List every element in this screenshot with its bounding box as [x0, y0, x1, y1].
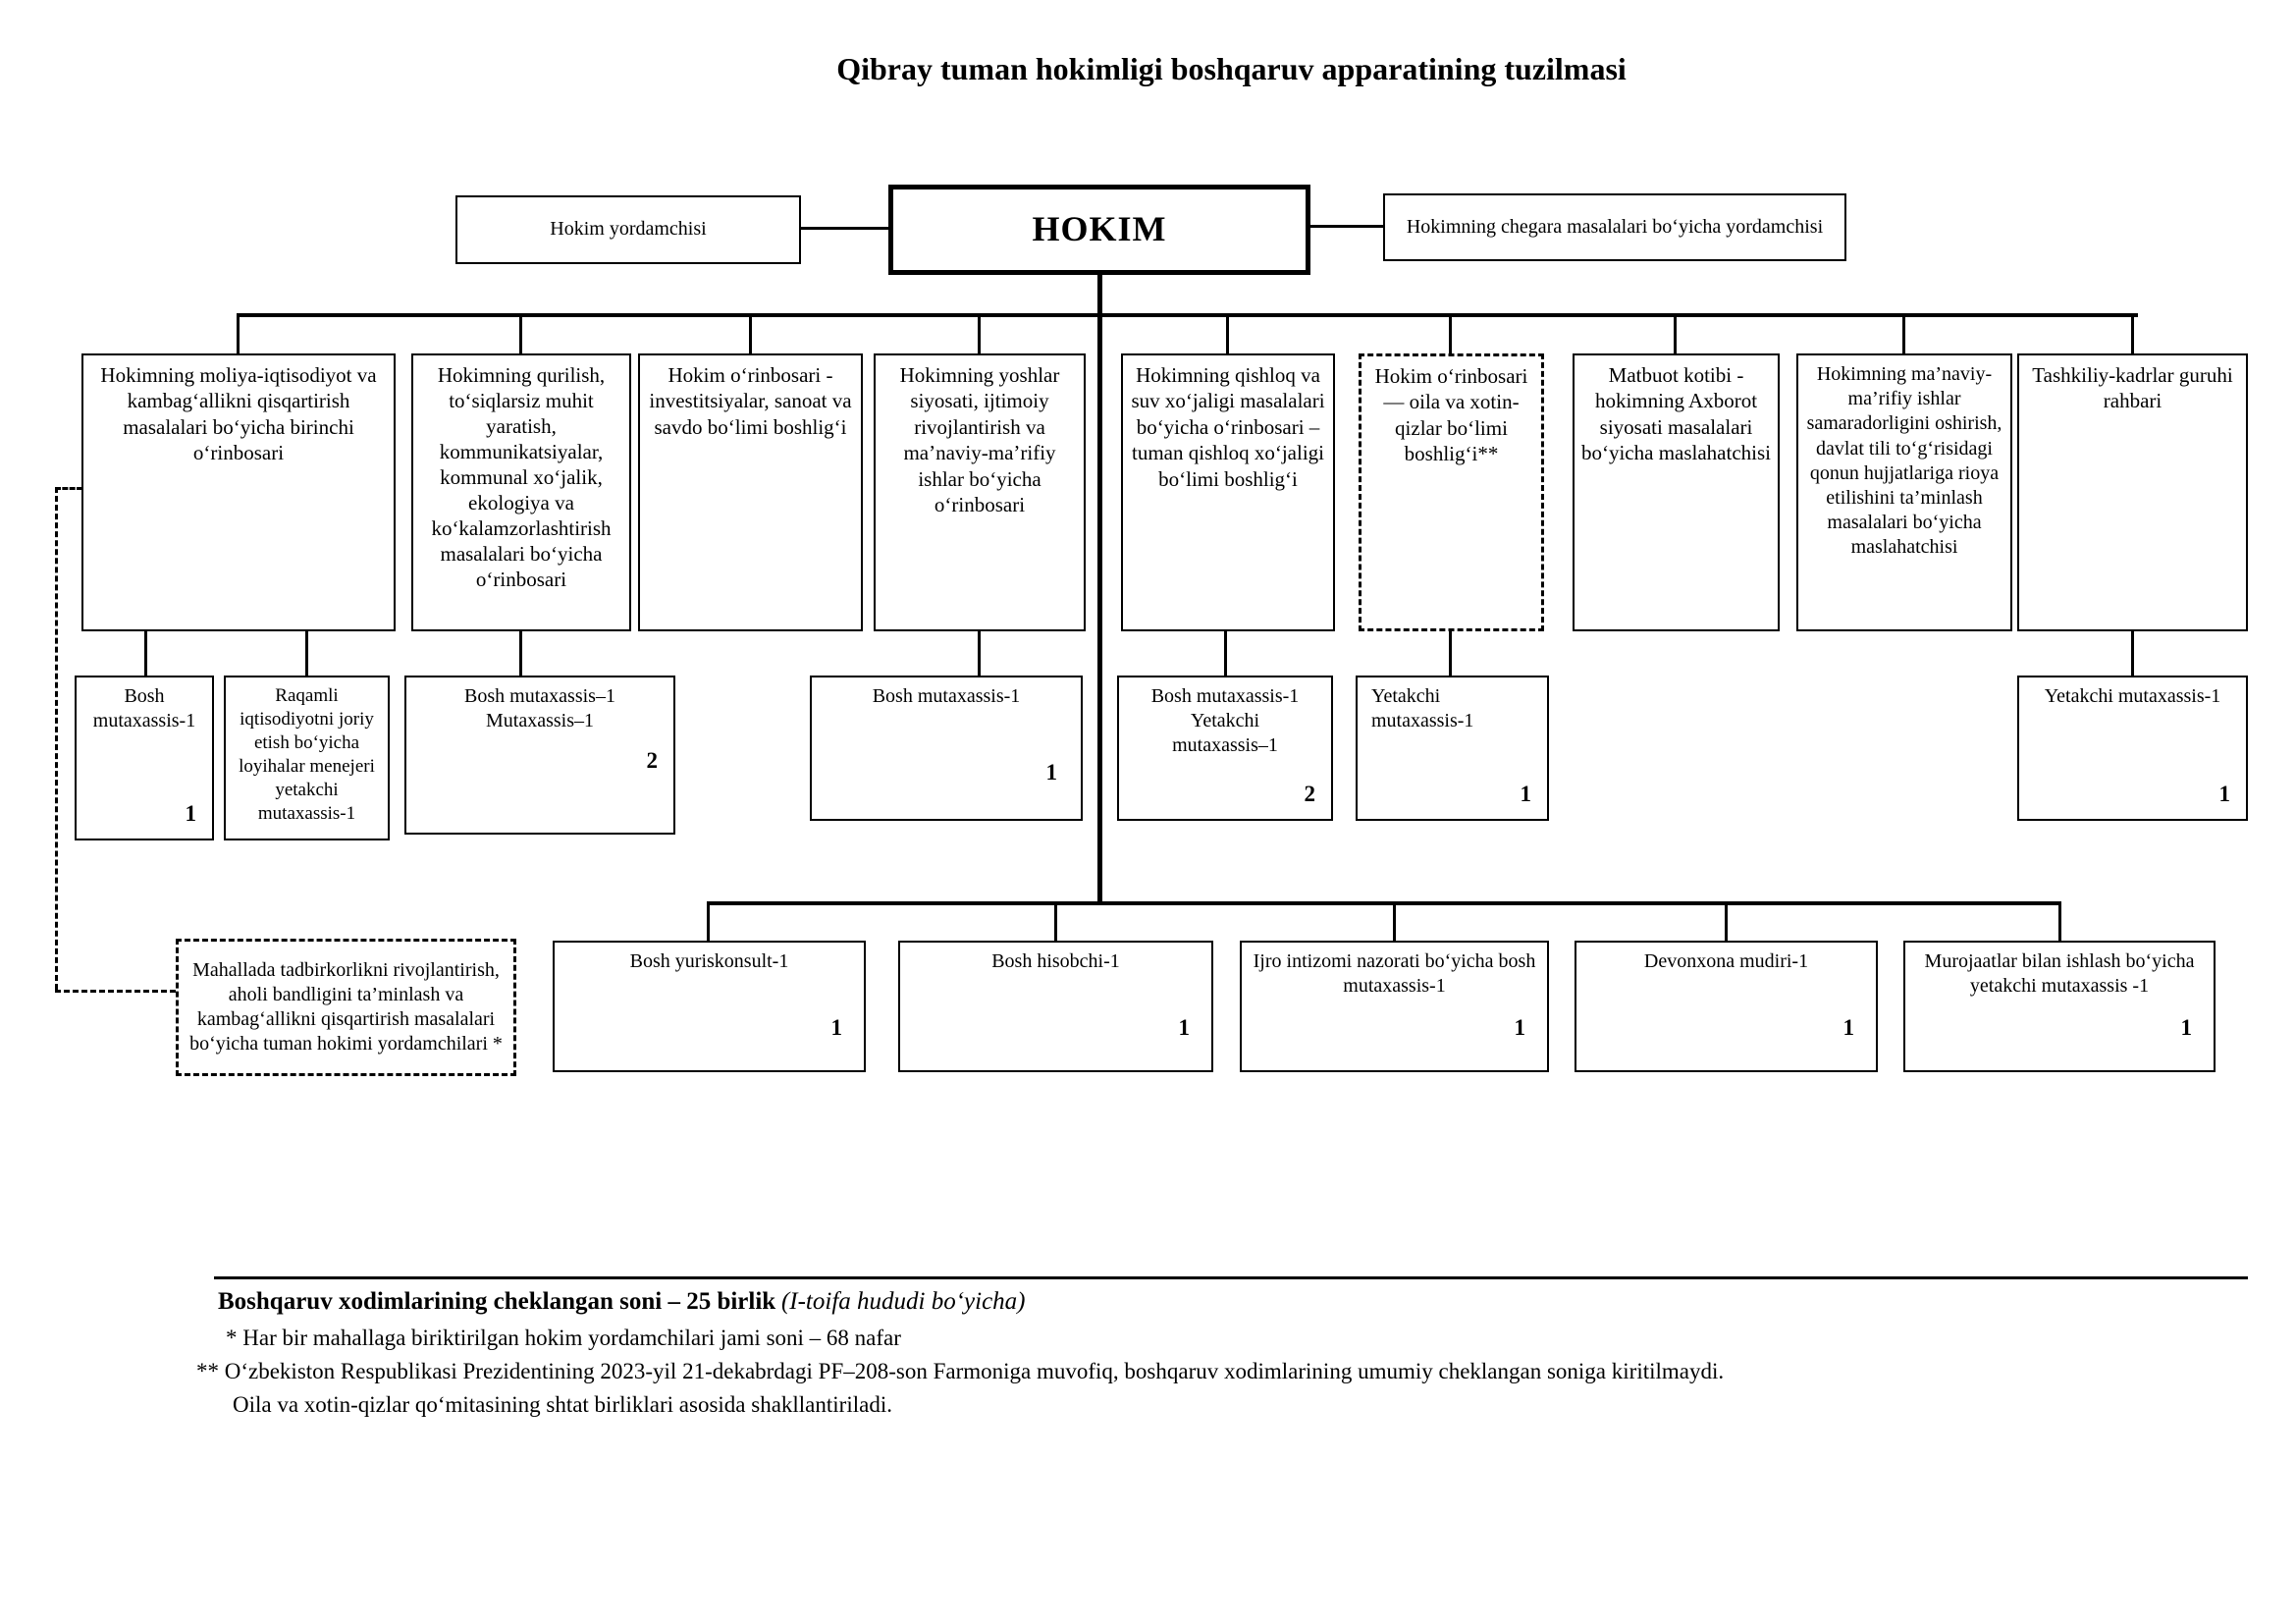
connector-dashed-horizontal [55, 990, 176, 993]
box-border-assistant: Hokimning chegara masalalari boʻyicha yo… [1383, 193, 1846, 261]
connector-drop [2131, 316, 2134, 353]
connector-drop [519, 316, 522, 353]
box-deputy-youth: Hokimning yoshlar siyosati, ijtimoiy riv… [874, 353, 1086, 631]
connector-drop [978, 316, 981, 353]
footer-limit-line: Boshqaruv xodimlarining cheklangan soni … [218, 1288, 1026, 1316]
connector-hokim-stem [1097, 275, 1102, 903]
box-org-cadres-head: Tashkiliy-kadrlar guruhi rahbari [2017, 353, 2248, 631]
apparatus-count: 1 [2180, 1015, 2193, 1041]
apparatus-label: Bosh hisobchi-1 [991, 950, 1120, 972]
staff-label: Bosh mutaxassis–1 Mutaxassis–1 [464, 685, 615, 732]
footer-note3: Oila va xotin-qizlar qoʻmitasining shtat… [233, 1392, 892, 1417]
staff-count: 1 [1045, 760, 1058, 785]
connector-drop [519, 631, 522, 676]
hokim-label: HOKIM [1032, 209, 1167, 249]
deputy-label: Hokim oʻrinbosari - investitsiyalar, san… [649, 363, 852, 439]
connector-drop [749, 316, 752, 353]
connector-dashed-vertical [55, 487, 58, 990]
staff-count: 1 [185, 801, 197, 827]
connector-drop [1725, 905, 1728, 941]
deputy-label: Hokimning yoshlar siyosati, ijtimoiy riv… [899, 363, 1060, 517]
box-staff-youth-specialist: Bosh mutaxassis-1 1 [810, 676, 1083, 821]
apparatus-count: 1 [1514, 1015, 1526, 1041]
connector-top-bus [237, 313, 2138, 317]
deputy-label: Hokim oʻrinbosari — oila va xotin-qizlar… [1374, 364, 1528, 466]
connector-drop [1902, 316, 1905, 353]
box-executive-discipline-specialist: Ijro intizomi nazorati boʻyicha bosh mut… [1240, 941, 1549, 1072]
staff-label: Bosh mutaxassis-1 [872, 685, 1021, 707]
apparatus-label: Bosh yuriskonsult-1 [629, 950, 789, 972]
connector-drop [1224, 631, 1227, 676]
box-chancellery-head: Devonxona mudiri-1 1 [1575, 941, 1878, 1072]
footer-note2: ** Oʻzbekiston Respublikasi Prezidentini… [196, 1359, 1725, 1383]
connector-drop [237, 316, 240, 353]
box-staff-construction-specialists: Bosh mutaxassis–1 Mutaxassis–1 2 [404, 676, 675, 835]
box-staff-org-cadres-specialist: Yetakchi mutaxassis-1 1 [2017, 676, 2248, 821]
box-hokim-assistant: Hokim yordamchisi [455, 195, 801, 264]
box-adviser-spiritual: Hokimning ma’naviy-ma’rifiy ishlar samar… [1796, 353, 2012, 631]
connector-drop [1449, 316, 1452, 353]
box-press-secretary: Matbuot kotibi - hokimning Axborot siyos… [1573, 353, 1780, 631]
box-staff-family-specialist: Yetakchi mutaxassis-1 1 [1356, 676, 1549, 821]
connector-drop [2058, 905, 2061, 941]
apparatus-count: 1 [1842, 1015, 1855, 1041]
box-deputy-family-women: Hokim oʻrinbosari — oila va xotin-qizlar… [1359, 353, 1544, 631]
box-staff-agriculture-specialists: Bosh mutaxassis-1 Yetakchi mutaxassis–1 … [1117, 676, 1333, 821]
box-hokim: HOKIM [888, 185, 1310, 275]
footer-limit-italic: (I-toifa hududi boʻyicha) [780, 1288, 1026, 1315]
deputy-label: Hokimning qurilish, toʻsiqlarsiz muhit y… [431, 363, 612, 592]
staff-label: Yetakchi mutaxassis-1 [1371, 685, 1474, 732]
connector-drop [1393, 905, 1396, 941]
deputy-label: Hokimning ma’naviy-ma’rifiy ishlar samar… [1806, 363, 2002, 559]
connector-drop [144, 631, 147, 676]
box-staff-digital-economy: Raqamli iqtisodiyotni joriy etish boʻyic… [224, 676, 390, 840]
deputy-label: Hokimning qishloq va suv xoʻjaligi masal… [1131, 363, 1325, 491]
apparatus-label: Devonxona mudiri-1 [1643, 950, 1809, 972]
staff-count: 1 [1520, 782, 1532, 807]
connector-dashed-stub [55, 487, 82, 490]
staff-label: Yetakchi mutaxassis-1 [2044, 685, 2221, 707]
box-appeals-specialist: Murojaatlar bilan ishlash boʻyicha yetak… [1903, 941, 2216, 1072]
page-title: Qibray tuman hokimligi boshqaruv apparat… [836, 51, 1627, 86]
apparatus-label: Ijro intizomi nazorati boʻyicha bosh mut… [1253, 950, 1536, 998]
staff-label: Raqamli iqtisodiyotni joriy etish boʻyic… [239, 685, 375, 824]
connector-left-assistant [801, 227, 888, 230]
box-chief-legal-adviser: Bosh yuriskonsult-1 1 [553, 941, 866, 1072]
deputy-label: Hokimning moliya-iqtisodiyot va kambagʻa… [100, 363, 377, 465]
staff-label: Bosh mutaxassis-1 [92, 685, 196, 732]
staff-count: 2 [1304, 782, 1316, 807]
box-staff-chief-specialist: Bosh mutaxassis-1 1 [75, 676, 214, 840]
hokim-assistant-label: Hokim yordamchisi [550, 218, 707, 241]
connector-drop [2131, 631, 2134, 676]
connector-drop [1449, 631, 1452, 676]
connector-drop [1054, 905, 1057, 941]
connector-drop [978, 631, 981, 676]
box-deputy-finance: Hokimning moliya-iqtisodiyot va kambagʻa… [81, 353, 396, 631]
apparatus-count: 1 [830, 1015, 843, 1041]
staff-count: 1 [2218, 782, 2231, 807]
mahalla-assistants-label: Mahallada tadbirkorlikni rivojlantirish,… [189, 958, 503, 1056]
staff-count: 2 [646, 748, 659, 774]
connector-drop [1226, 316, 1229, 353]
footer-limit-bold: Boshqaruv xodimlarining cheklangan soni … [218, 1288, 776, 1315]
apparatus-label: Murojaatlar bilan ishlash boʻyicha yetak… [1924, 950, 2195, 998]
footer-rule [214, 1276, 2248, 1279]
deputy-label: Matbuot kotibi - hokimning Axborot siyos… [1580, 363, 1772, 465]
footer-note1: * Har bir mahallaga biriktirilgan hokim … [226, 1326, 901, 1350]
box-deputy-agriculture: Hokimning qishloq va suv xoʻjaligi masal… [1121, 353, 1335, 631]
staff-label: Bosh mutaxassis-1 Yetakchi mutaxassis–1 [1150, 685, 1300, 757]
box-deputy-investments: Hokim oʻrinbosari - investitsiyalar, san… [638, 353, 863, 631]
connector-right-assistant [1310, 225, 1383, 228]
deputy-label: Tashkiliy-kadrlar guruhi rahbari [2032, 363, 2233, 413]
connector-bottom-bus [707, 901, 2061, 905]
box-deputy-construction: Hokimning qurilish, toʻsiqlarsiz muhit y… [411, 353, 631, 631]
connector-drop [707, 905, 710, 941]
box-chief-accountant: Bosh hisobchi-1 1 [898, 941, 1213, 1072]
connector-drop [305, 631, 308, 676]
box-mahalla-assistants: Mahallada tadbirkorlikni rivojlantirish,… [176, 939, 516, 1076]
apparatus-count: 1 [1178, 1015, 1191, 1041]
connector-drop [1674, 316, 1677, 353]
border-assistant-label: Hokimning chegara masalalari boʻyicha yo… [1406, 215, 1824, 238]
